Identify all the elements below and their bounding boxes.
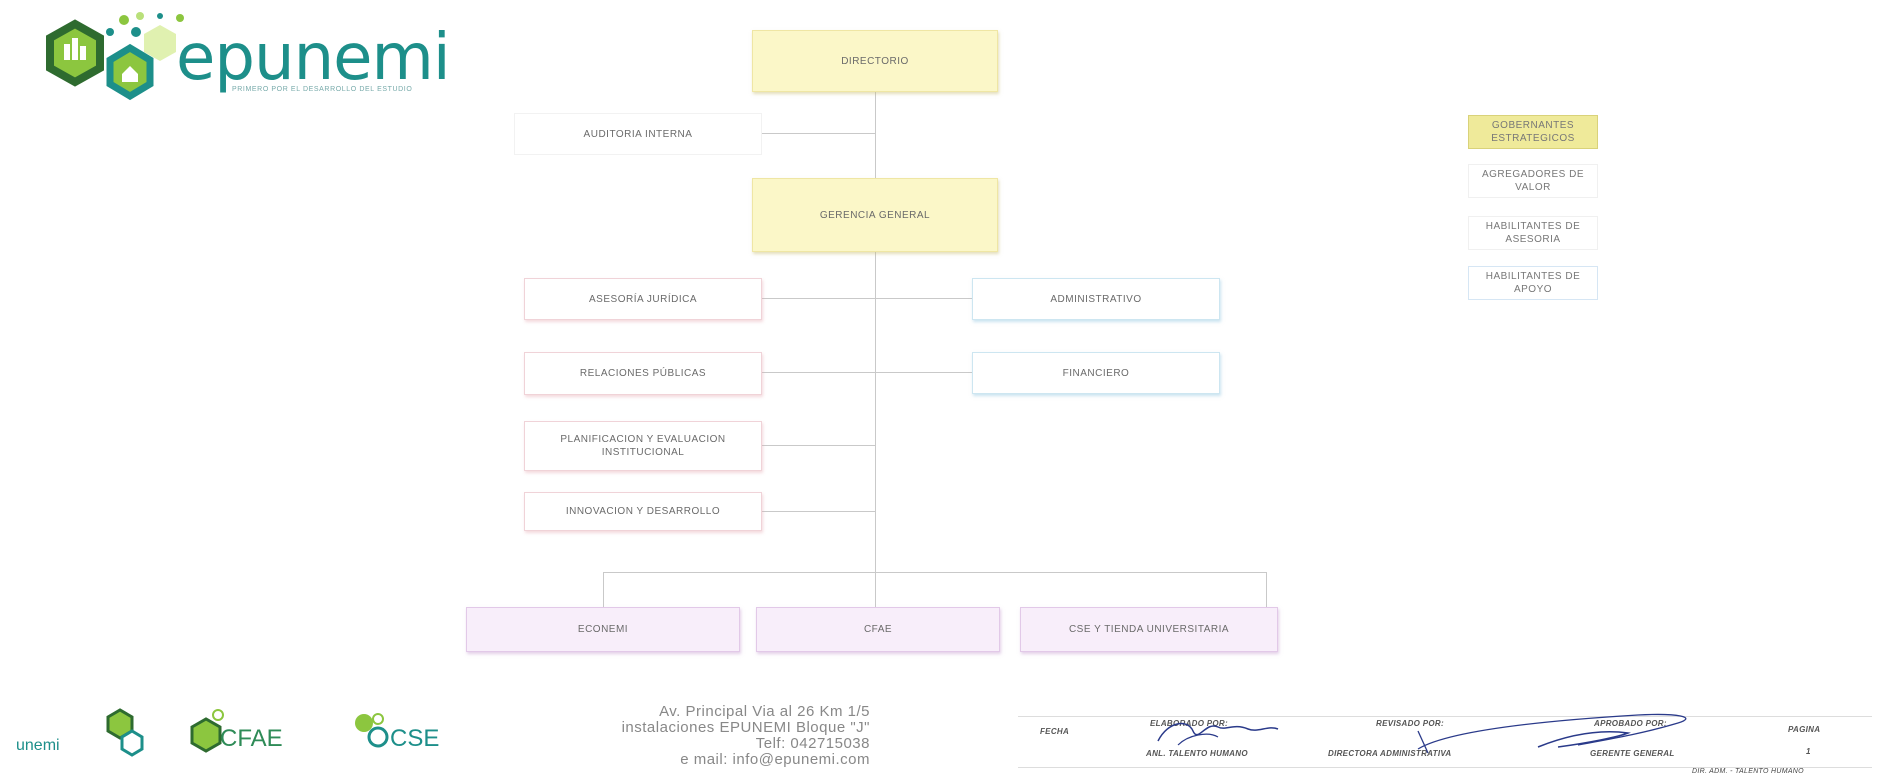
main-vertical-line	[875, 92, 876, 572]
address-line-2: instalaciones EPUNEMI Bloque "J"	[621, 719, 870, 736]
sig-revisado-role: DIRECTORA ADMINISTRATIVA	[1328, 749, 1452, 758]
signature-table: FECHA ELABORADO POR: ANL. TALENTO HUMANO…	[1018, 713, 1872, 768]
auditoria-connector	[762, 133, 875, 134]
org-box-financiero: FINANCIERO	[972, 352, 1220, 394]
sig-revisado-label: REVISADO POR:	[1376, 719, 1444, 728]
legend-gobernantes: GOBERNANTES ESTRATEGICOS	[1468, 115, 1598, 149]
sig-elaborado-label: ELABORADO POR:	[1150, 719, 1228, 728]
asesoria-connector	[762, 298, 972, 299]
footer-logo-unemi: unemi	[16, 737, 60, 754]
sig-aprobado-role: GERENTE GENERAL	[1590, 749, 1675, 758]
org-box-innovacion: INNOVACION Y DESARROLLO	[524, 492, 762, 531]
org-box-cfae: CFAE	[756, 607, 1000, 652]
brand-wordmark: epunemi	[176, 21, 451, 95]
sig-elaborado-role: ANL. TALENTO HUMANO	[1146, 749, 1248, 758]
sig-aprobado-label: APROBADO POR:	[1594, 719, 1667, 728]
innovacion-connector	[762, 511, 875, 512]
cse-drop	[1266, 572, 1267, 607]
sig-fecha-label: FECHA	[1040, 727, 1070, 736]
bottom-horizontal-line	[603, 572, 1266, 573]
org-box-auditoria: AUDITORIA INTERNA	[514, 113, 762, 155]
legend-habilitantes-apoyo: HABILITANTES DE APOYO	[1468, 266, 1598, 300]
address-phone: Telf: 042715038	[755, 735, 870, 752]
org-box-planificacion: PLANIFICACION Y EVALUACION INSTITUCIONAL	[524, 421, 762, 471]
sig-pagina-label: PAGINA	[1788, 725, 1821, 734]
legend-agregadores: AGREGADORES DE VALOR	[1468, 164, 1598, 198]
econemi-drop	[603, 572, 604, 607]
epunemi-logo: epunemi PRIMERO POR EL DESARROLLO DEL ES…	[10, 8, 490, 118]
legend-habilitantes-asesoria: HABILITANTES DE ASESORIA	[1468, 216, 1598, 250]
footer-logo-cfae: CFAE	[220, 725, 283, 752]
signature-note: DIR. ADM. - TALENTO HUMANO	[1692, 768, 1804, 775]
org-box-gerencia: GERENCIA GENERAL	[752, 178, 998, 252]
brand-tagline: PRIMERO POR EL DESARROLLO DEL ESTUDIO	[232, 86, 413, 93]
hexagon-logo-icon	[46, 12, 184, 101]
footer-logo-cse: CSE	[390, 725, 440, 752]
cse-hex-icon	[355, 713, 389, 748]
unemi-hex-icon	[106, 708, 144, 757]
handwritten-signatures	[1157, 713, 1687, 754]
org-box-directorio: DIRECTORIO	[752, 30, 998, 92]
org-box-cse: CSE Y TIENDA UNIVERSITARIA	[1020, 607, 1278, 652]
sig-pagina-value: 1	[1806, 747, 1811, 756]
relaciones-connector	[762, 372, 972, 373]
org-box-asesoria-juridica: ASESORÍA JURÍDICA	[524, 278, 762, 320]
org-box-relaciones-publicas: RELACIONES PÚBLICAS	[524, 352, 762, 395]
org-box-econemi: ECONEMI	[466, 607, 740, 652]
address-email: e mail: info@epunemi.com	[680, 751, 870, 768]
planificacion-connector	[762, 445, 875, 446]
footer-logos: unemi CFAE CSE	[8, 705, 468, 765]
org-box-administrativo: ADMINISTRATIVO	[972, 278, 1220, 320]
cfae-drop	[875, 572, 876, 607]
cfae-hex-icon	[190, 709, 224, 753]
address-line-1: Av. Principal Via al 26 Km 1/5	[659, 703, 870, 720]
